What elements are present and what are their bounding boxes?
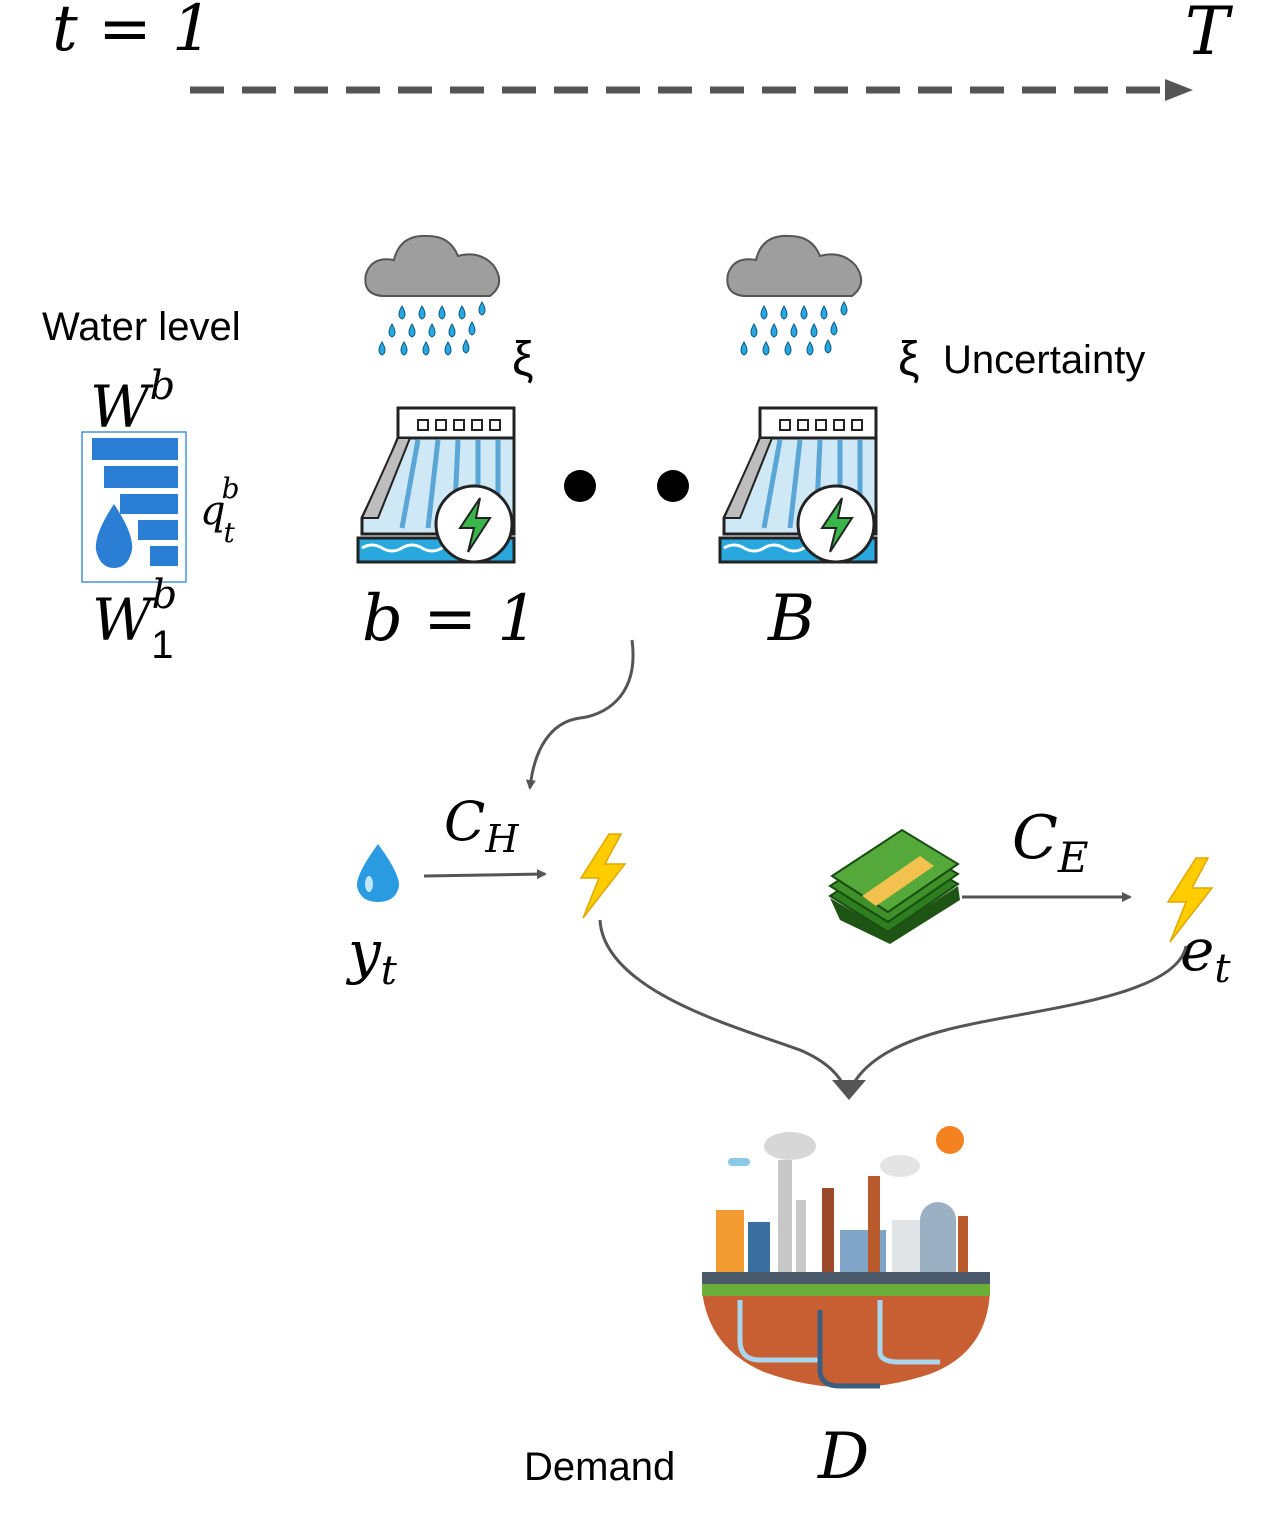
timeline-start-label: t = 1: [52, 0, 213, 66]
demand-symbol: D: [817, 1420, 869, 1494]
water-level-gauge-icon: [81, 431, 187, 583]
hydro-plant-icon: [720, 408, 876, 562]
uncertainty-symbol: ξ: [898, 333, 920, 386]
external-output-symbol: et: [1180, 916, 1231, 992]
hydro-plant-icon: [358, 408, 514, 562]
water-drop-icon: [356, 844, 400, 902]
hydro-energy-bolt-icon: [580, 833, 626, 919]
plants-to-hydro-arrow: [525, 639, 635, 790]
external-to-demand-arrow: [848, 945, 1188, 1091]
demand-arrowhead: [832, 1080, 866, 1100]
ellipsis-dot: [564, 470, 596, 502]
uncertainty-symbol: ξ: [512, 333, 534, 386]
rain-cloud-icon: [726, 234, 863, 356]
water-level-title: Water level: [42, 305, 241, 349]
rain-cloud-icon: [364, 234, 501, 356]
demand-label: Demand: [524, 1445, 675, 1489]
last-plant-label: B: [767, 582, 815, 656]
hydro-cost-arrow: [423, 869, 547, 880]
money-stack-icon: [828, 828, 960, 944]
first-plant-label: b = 1: [362, 582, 538, 656]
hydro-cost-symbol: CH: [444, 790, 519, 861]
water-capacity-symbol: Wb: [90, 363, 175, 441]
industrial-city-icon: [702, 1126, 990, 1389]
external-cost-symbol: CE: [1012, 803, 1089, 882]
timeline-end-label: T: [1185, 0, 1234, 70]
uncertainty-label: Uncertainty: [943, 338, 1145, 382]
hydro-to-demand-arrow: [598, 919, 848, 1091]
ellipsis-dot: [657, 470, 689, 502]
hydro-input-symbol: yt: [345, 918, 398, 994]
timeline-arrowhead: [1165, 79, 1193, 101]
